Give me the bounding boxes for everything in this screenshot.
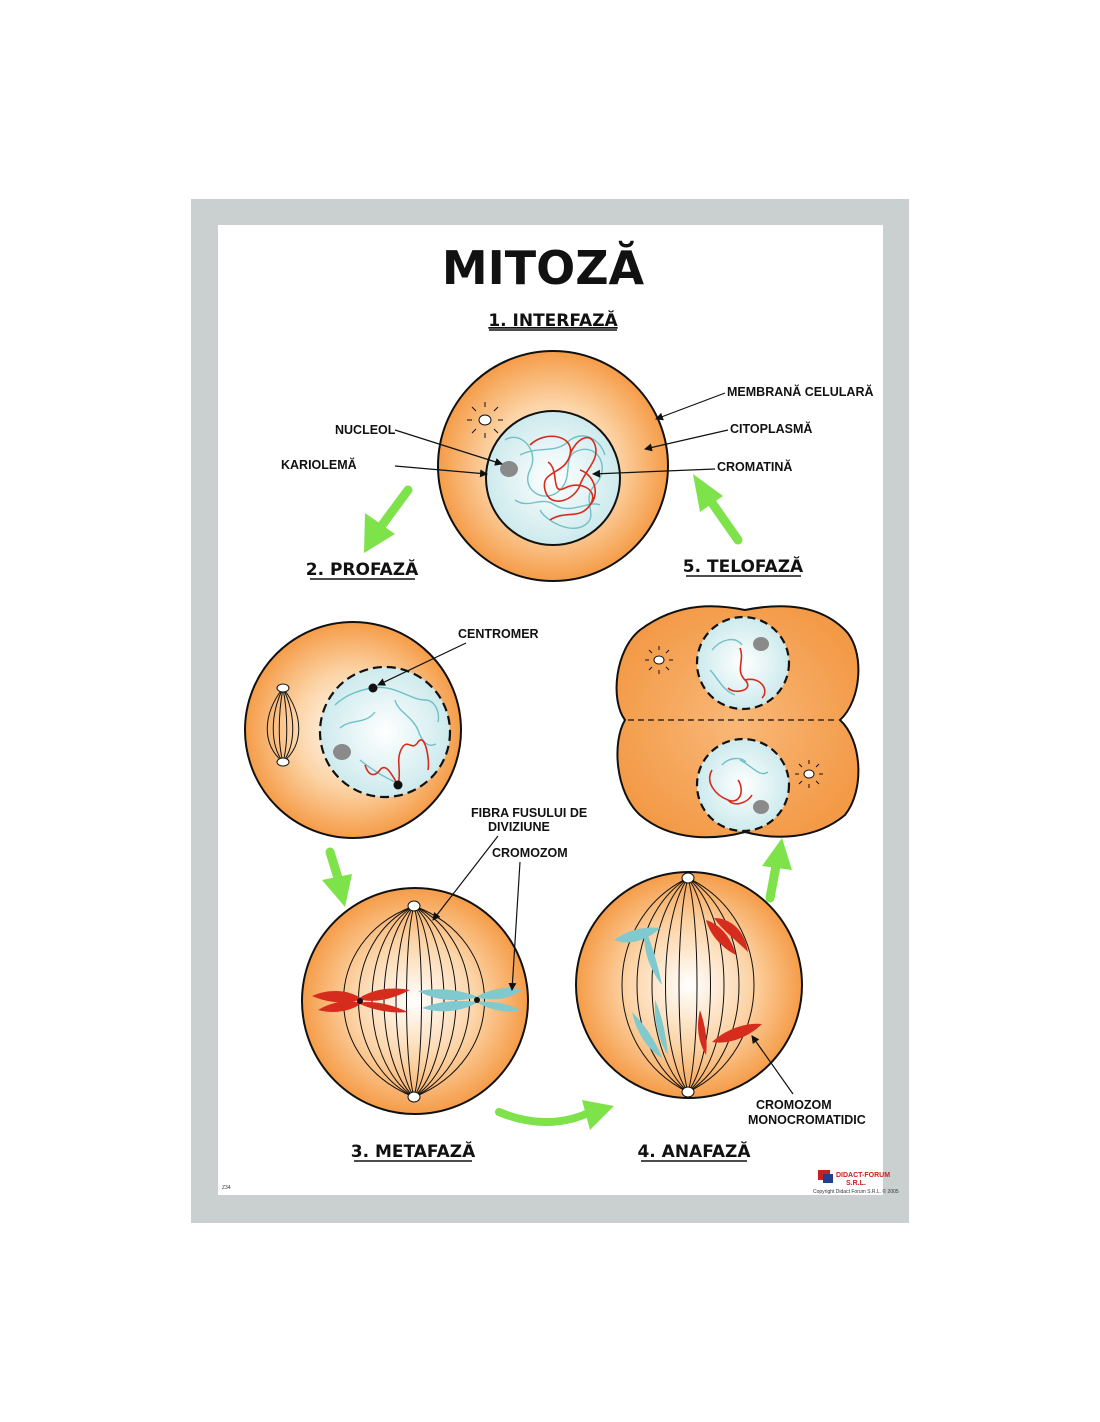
telophase-chromatin-top-cyan (709, 638, 743, 696)
prophase-cell (244, 621, 462, 839)
prophase-centriole-bottom (276, 757, 290, 767)
pointer-spindle-fiber (432, 835, 499, 921)
stage-anaphase: 4. ANAFAZĂ (637, 1140, 751, 1162)
prophase-nucleus (318, 665, 452, 799)
stage-telophase: 5. TELOFAZĂ (683, 555, 804, 577)
label-karyolemma: KARIOLEMĂ (281, 457, 357, 472)
metaphase-chromosome-red (312, 988, 410, 1013)
label-chromatin: CROMATINĂ (717, 459, 792, 474)
anaphase-centriole-top (681, 872, 695, 884)
telophase-cell (615, 605, 860, 839)
pointer-cytoplasm (644, 429, 729, 452)
prophase-nucleolus (333, 744, 351, 760)
interphase-nucleolus (500, 461, 518, 477)
telophase-centrosome-top-icon (645, 646, 673, 674)
arrow-anaphase-to-telophase-icon (762, 838, 792, 903)
pointer-centromere (377, 642, 467, 686)
telophase-centrosome-bottom-icon (795, 760, 823, 788)
label-cytoplasm: CITOPLASMĂ (730, 421, 812, 436)
pointer-chromosome (508, 861, 521, 991)
label-chromosome: CROMOZOM (492, 846, 568, 860)
anaphase-chromosome-cyan-bottom (632, 1000, 668, 1058)
anaphase-chromosome-red-bottom (698, 1010, 762, 1055)
publisher-logo: DIDACT-FORUM S.R.L. (818, 1170, 890, 1187)
metaphase-centromere-red (357, 998, 363, 1004)
pointer-chromatin (592, 468, 716, 478)
metaphase-centriole-bottom (407, 1091, 421, 1103)
poster-code: Z34 (222, 1185, 231, 1191)
telophase-chromatin-bottom-cyan (721, 757, 769, 775)
prophase-chromatin-red (364, 739, 430, 786)
label-monochromatid-2: MONOCROMATIDIC (748, 1113, 866, 1127)
pointer-nucleolus (394, 429, 503, 466)
arrow-interphase-to-prophase-icon (364, 485, 413, 553)
anaphase-cell (575, 871, 803, 1099)
logo-line2: S.R.L. (846, 1180, 866, 1187)
telophase-nucleus-top (695, 615, 791, 711)
prophase-centriole-top (276, 683, 290, 693)
interphase-cell (437, 350, 669, 582)
stage-prophase: 2. PROFAZĂ (306, 558, 419, 580)
interphase-nucleus (485, 410, 621, 546)
arrow-telophase-to-interphase-icon (693, 474, 743, 545)
telophase-chromatin-top (727, 647, 766, 699)
label-spindle-fiber-2: DIVIZIUNE (488, 820, 550, 834)
telophase-nucleolus-top (753, 637, 769, 651)
telophase-chromatin-bottom (708, 769, 753, 805)
copyright-text: Copyright Didact Forum S.R.L. © 2005 (813, 1188, 899, 1195)
pointer-monochromatid (751, 1035, 794, 1095)
interphase-chromatin-cyan (504, 435, 606, 529)
telophase-nucleolus-bottom (753, 800, 769, 814)
metaphase-centriole-top (407, 900, 421, 912)
arrow-prophase-to-metaphase-icon (322, 847, 352, 907)
prophase-chromatin-cyan (334, 686, 440, 783)
stage-metaphase: 3. METAFAZĂ (351, 1140, 476, 1162)
anaphase-spindle (621, 877, 755, 1093)
pointer-karyolemma (394, 465, 488, 478)
label-monochromatid: CROMOZOM (756, 1098, 832, 1112)
label-nucleolus: NUCLEOL (335, 423, 396, 437)
prophase-centromere-top (368, 683, 378, 693)
arrow-metaphase-to-anaphase-icon (495, 1100, 614, 1130)
anaphase-chromosome-cyan-top (614, 927, 662, 985)
prophase-centromere-bottom (393, 780, 403, 790)
pointer-cell-membrane (655, 392, 726, 421)
prophase-spindle (266, 687, 300, 763)
label-spindle-fiber: FIBRA FUSULUI DE (471, 806, 587, 820)
metaphase-centromere-cyan (474, 997, 480, 1003)
poster-title: MITOZĂ (442, 240, 645, 295)
label-centromere: CENTROMER (458, 627, 539, 641)
anaphase-centriole-bottom (681, 1086, 695, 1098)
label-cell-membrane: MEMBRANĂ CELULARĂ (727, 384, 874, 399)
interphase-centrosome-icon (467, 402, 503, 438)
green-arrows (322, 474, 792, 1130)
metaphase-cell (301, 887, 529, 1115)
logo-line1: DIDACT-FORUM (836, 1172, 890, 1179)
interphase-chromatin-red (529, 435, 597, 521)
anaphase-chromosome-red-top (706, 918, 748, 955)
stage-interphase: 1. INTERFAZĂ (488, 309, 618, 331)
